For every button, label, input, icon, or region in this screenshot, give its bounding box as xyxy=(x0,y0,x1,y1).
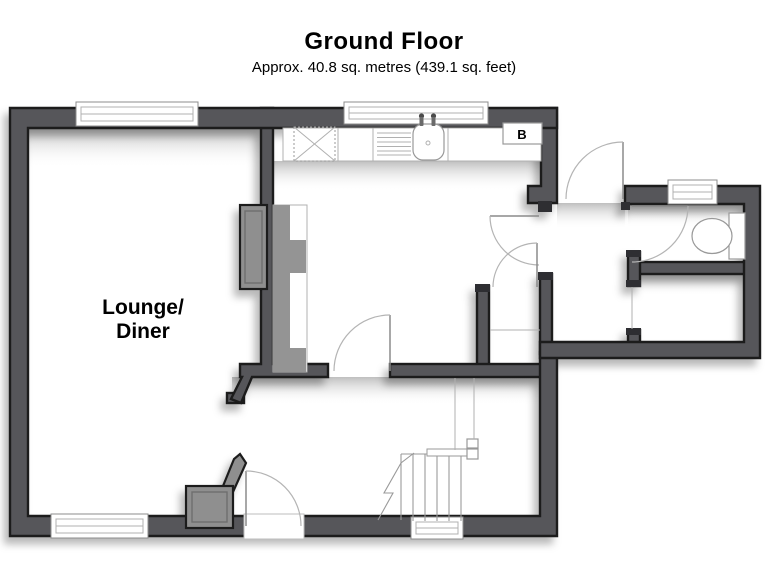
kitchen-counter: B xyxy=(282,113,543,162)
staircase xyxy=(377,378,479,521)
windows xyxy=(50,101,718,540)
lounge-shadow xyxy=(28,128,261,168)
chimney-breast xyxy=(238,203,269,291)
boiler-box: B xyxy=(502,122,543,145)
stair-break-line xyxy=(377,452,415,521)
door-front xyxy=(245,470,302,527)
lounge-label-line1: Lounge/ xyxy=(102,296,184,319)
appliance-space-icon xyxy=(293,126,336,162)
wall-cap xyxy=(621,202,630,210)
wall-cap xyxy=(626,250,641,257)
worktop xyxy=(282,127,542,162)
wall-cap xyxy=(475,284,490,292)
wall-outer-main xyxy=(8,106,559,538)
store-shadow xyxy=(630,274,744,296)
sink-icon xyxy=(412,113,445,161)
doors xyxy=(245,141,689,527)
lounge-label-line2: Diner xyxy=(116,320,170,343)
window-wc-north xyxy=(667,179,718,205)
window-lounge-north xyxy=(75,101,199,127)
dining-shadow xyxy=(232,377,540,405)
wall-closet-west-stub xyxy=(475,284,491,378)
kitchen-units-west xyxy=(272,204,308,373)
handrail xyxy=(426,448,472,457)
door-closet xyxy=(492,242,538,288)
wall-cap xyxy=(538,272,553,280)
sink-drainer-icon xyxy=(377,132,411,156)
boiler-label: B xyxy=(517,127,526,142)
hall-shadow xyxy=(557,203,625,229)
window-kitchen-north xyxy=(343,101,489,125)
newel-post xyxy=(466,438,479,460)
door-dining xyxy=(333,314,391,372)
wall-right-wing xyxy=(538,184,762,360)
window-lounge-south xyxy=(50,513,149,539)
front-door-threshold xyxy=(243,513,305,540)
wall-cap xyxy=(626,280,641,287)
kitchen-shadow xyxy=(273,161,541,191)
porch-structure xyxy=(184,452,248,530)
door-wc xyxy=(631,205,689,263)
room-label-lounge-diner: Lounge/ Diner xyxy=(102,296,184,343)
toilet-icon xyxy=(691,212,746,260)
wall-wc-divider xyxy=(628,260,748,276)
door-entrance xyxy=(565,141,624,200)
wall-cap xyxy=(626,328,641,335)
wall-cap-door-jamb xyxy=(538,201,552,212)
door-kitchen-hall xyxy=(489,215,540,266)
walls xyxy=(8,106,762,538)
wall-kitchen-south xyxy=(388,362,544,379)
